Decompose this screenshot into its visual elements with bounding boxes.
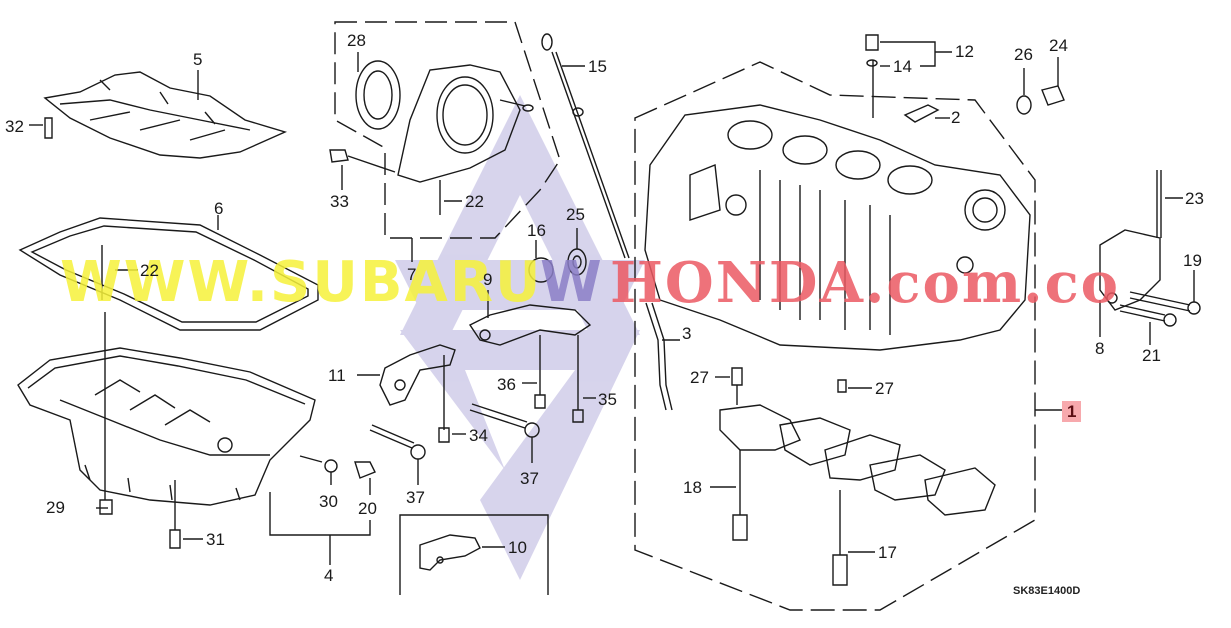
watermark-subaru: WWW.SUBARU [60, 250, 543, 315]
callout-23[interactable]: 23 [1185, 189, 1204, 208]
callout-17[interactable]: 17 [878, 543, 897, 562]
callout-5[interactable]: 5 [193, 50, 203, 69]
callout-3[interactable]: 3 [682, 324, 692, 343]
stiffener-small-icon [379, 344, 456, 406]
callout-6[interactable]: 6 [214, 199, 224, 218]
callout-18[interactable]: 18 [683, 478, 702, 497]
watermark-honda: HONDA.com.co [610, 250, 1121, 316]
callout-9[interactable]: 9 [483, 270, 493, 289]
callout-7[interactable]: 7 [407, 265, 417, 284]
callout-20[interactable]: 20 [358, 499, 377, 518]
callout-32[interactable]: 32 [5, 117, 24, 136]
callout-19[interactable]: 19 [1183, 251, 1202, 270]
cylinder-block-icon [644, 104, 1031, 351]
callout-33[interactable]: 33 [330, 192, 349, 211]
callout-14[interactable]: 14 [893, 57, 912, 76]
callout-8[interactable]: 8 [1095, 339, 1105, 358]
callout-27-right[interactable]: 27 [875, 379, 894, 398]
callout-16[interactable]: 16 [527, 221, 546, 240]
callout-12[interactable]: 12 [955, 42, 974, 61]
oil-pan-gasket-icon [18, 217, 319, 331]
callout-31[interactable]: 31 [206, 530, 225, 549]
callout-15[interactable]: 15 [588, 57, 607, 76]
stiffener-icon [468, 304, 592, 346]
callout-27-left[interactable]: 27 [690, 368, 709, 387]
callout-37-right[interactable]: 37 [520, 469, 539, 488]
callout-2[interactable]: 2 [951, 108, 961, 127]
callout-26[interactable]: 26 [1014, 45, 1033, 64]
callout-34[interactable]: 34 [469, 426, 488, 445]
callout-28[interactable]: 28 [347, 31, 366, 50]
callout-21[interactable]: 21 [1142, 346, 1161, 365]
diagram-code: SK83E1400D [1013, 585, 1081, 597]
callout-22-gasket[interactable]: 22 [140, 261, 159, 280]
bracket-icon [1099, 229, 1161, 311]
callout-29[interactable]: 29 [46, 498, 65, 517]
callout-35[interactable]: 35 [598, 390, 617, 409]
callout-37-left[interactable]: 37 [406, 488, 425, 507]
oil-seal-case-icon [397, 64, 534, 183]
callout-25[interactable]: 25 [566, 205, 585, 224]
callout-11[interactable]: 11 [328, 366, 346, 385]
callout-22-seal-case[interactable]: 22 [465, 192, 484, 211]
stiffener-alt-icon [419, 534, 481, 571]
callout-30[interactable]: 30 [319, 492, 338, 511]
dipstick-icon [541, 33, 630, 259]
callout-1-highlighted[interactable]: 1 [1062, 401, 1082, 422]
callout-36[interactable]: 36 [497, 375, 516, 394]
baffle-plate-icon [43, 71, 288, 159]
oil-pan-icon [17, 347, 316, 506]
callout-24[interactable]: 24 [1049, 36, 1068, 55]
watermark-w: W [540, 250, 604, 315]
oil-seal-icon [355, 60, 401, 130]
callout-10[interactable]: 10 [508, 538, 527, 557]
bearing-caps-icon [719, 404, 996, 516]
callout-4[interactable]: 4 [324, 566, 334, 585]
